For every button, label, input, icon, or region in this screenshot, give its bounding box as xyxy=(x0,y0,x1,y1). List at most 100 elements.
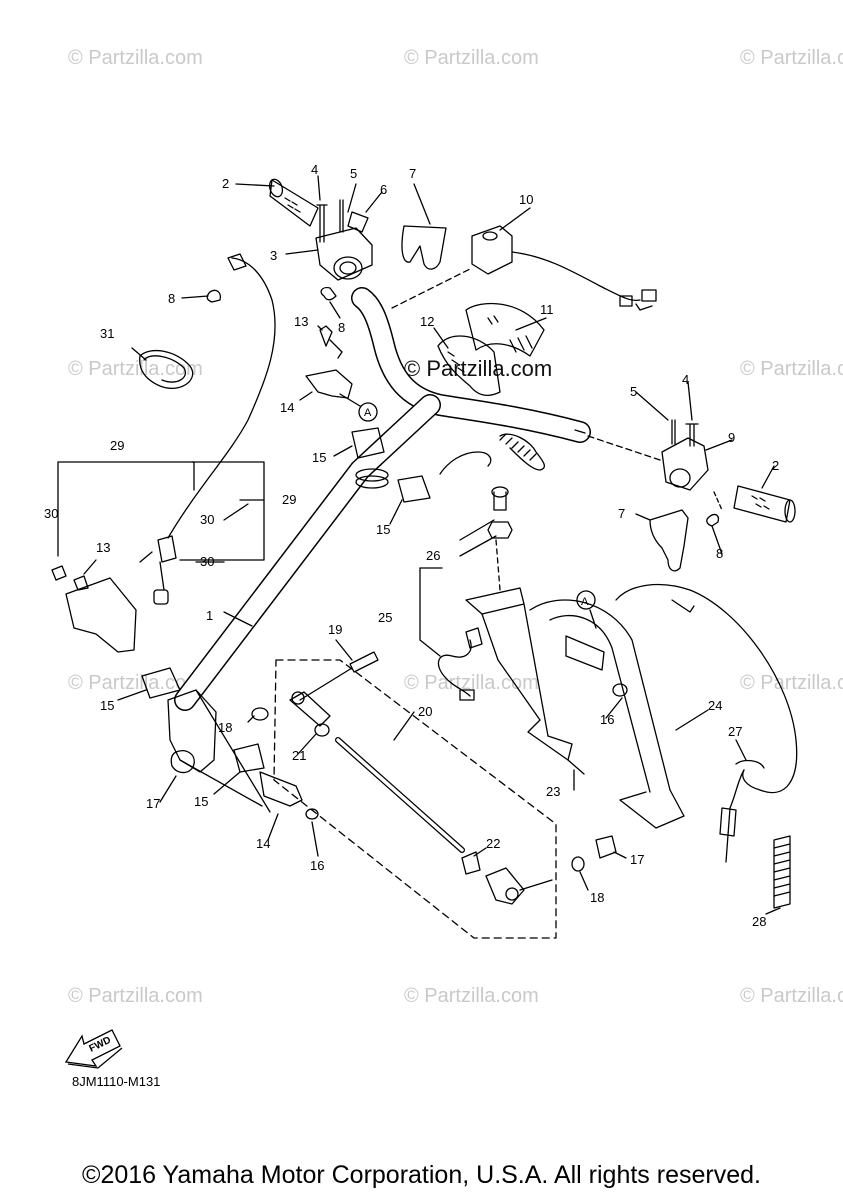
holder-14-upper xyxy=(305,369,353,399)
callout-7-right: 7 xyxy=(618,506,625,521)
callout-9: 9 xyxy=(728,430,735,445)
nut-21 xyxy=(314,723,330,737)
hand-guard-right xyxy=(649,509,689,572)
callout-15-upper: 15 xyxy=(312,450,326,465)
callout-30-mid: 30 xyxy=(200,512,214,527)
watermark: © Partzilla.com xyxy=(404,47,539,69)
bolt-13-upper xyxy=(319,325,333,347)
pin-5-left xyxy=(339,199,344,233)
nut-26 xyxy=(487,521,513,539)
callout-labels: 2 4 5 6 7 10 3 8 8 11 12 13 31 14 A 5 4 … xyxy=(44,162,779,929)
circlip-8 xyxy=(320,286,337,301)
ref-a-right: A xyxy=(581,596,589,608)
callout-11: 11 xyxy=(540,302,554,317)
callout-8-mid: 8 xyxy=(338,320,345,335)
callout-10: 10 xyxy=(519,192,533,207)
callout-4-left: 4 xyxy=(311,162,318,177)
nut-17-left xyxy=(170,750,195,774)
column-bracket xyxy=(167,689,217,773)
frame-bracket-24 xyxy=(465,587,685,829)
callout-16-left: 16 xyxy=(310,858,324,873)
callout-2-right: 2 xyxy=(772,458,779,473)
tie-rod-end-lower xyxy=(485,867,525,905)
callout-24: 24 xyxy=(708,698,722,713)
hand-guard-top xyxy=(401,225,447,270)
copyright-notice: ©2016 Yamaha Motor Corporation, U.S.A. A… xyxy=(82,1161,761,1189)
callout-31: 31 xyxy=(100,326,114,341)
nut-22 xyxy=(461,851,481,875)
watermark: © Partzilla.com xyxy=(740,672,843,694)
watermark: © Partzilla.com xyxy=(68,47,203,69)
callout-5-left: 5 xyxy=(350,166,357,181)
callout-3: 3 xyxy=(270,248,277,263)
watermark: © Partzilla.com xyxy=(740,985,843,1007)
callout-14-upper: 14 xyxy=(280,400,294,415)
callout-15-left: 15 xyxy=(100,698,114,713)
callout-28: 28 xyxy=(752,914,766,929)
screw-23 xyxy=(567,759,585,775)
lanyard-cord xyxy=(439,433,545,511)
nut-16-left xyxy=(305,808,319,820)
callout-18-left: 18 xyxy=(218,720,232,735)
bracket-15-upper xyxy=(351,427,385,459)
callout-20: 20 xyxy=(418,704,432,719)
callout-30-low: 30 xyxy=(200,554,214,569)
ref-circle-a-left xyxy=(358,402,378,422)
callout-30-left: 30 xyxy=(44,506,58,521)
callout-25: 25 xyxy=(378,610,392,625)
fwd-arrow-icon xyxy=(64,1029,123,1069)
holder-15-left xyxy=(141,667,181,699)
callout-18-right: 18 xyxy=(590,890,604,905)
callout-5-right: 5 xyxy=(630,384,637,399)
watermark: © Partzilla.com xyxy=(68,985,203,1007)
bar-cover-11 xyxy=(465,302,545,357)
watermark: © Partzilla.com xyxy=(740,358,843,380)
watermark: © Partzilla.com xyxy=(404,672,539,694)
callout-8-right: 8 xyxy=(716,546,723,561)
bar-cover-12 xyxy=(437,335,501,397)
tie-rod-end-upper xyxy=(289,691,331,727)
left-switch-housing xyxy=(315,227,373,281)
washer-18-left xyxy=(251,707,269,721)
watermark-center: © Partzilla.com xyxy=(404,356,553,381)
callout-12: 12 xyxy=(420,314,434,329)
holder-14-lower xyxy=(259,771,303,807)
callout-17-right: 17 xyxy=(630,852,644,867)
callout-14-lower: 14 xyxy=(256,836,270,851)
watermark: © Partzilla.com xyxy=(404,985,539,1007)
throttle-housing xyxy=(471,225,657,311)
left-grip xyxy=(268,178,319,227)
circlip-8-left xyxy=(206,289,222,303)
switch-wire-25 xyxy=(437,639,472,697)
watermark: © Partzilla.com xyxy=(740,47,843,69)
cable-29 xyxy=(153,253,276,605)
tie-rod-group xyxy=(273,659,557,939)
callout-13-upper: 13 xyxy=(294,314,308,329)
callout-29-left: 29 xyxy=(110,438,124,453)
bracket-lower-left xyxy=(65,577,137,653)
callout-27: 27 xyxy=(728,724,742,739)
callout-21: 21 xyxy=(292,748,306,763)
watermark: © Partzilla.com xyxy=(68,358,203,380)
callout-26: 26 xyxy=(426,548,440,563)
callout-17-left: 17 xyxy=(146,796,160,811)
nut-16-right xyxy=(612,683,628,697)
circlip-8-right xyxy=(706,513,720,527)
callout-29-right: 29 xyxy=(282,492,296,507)
callout-16-right: 16 xyxy=(600,712,614,727)
band-31 xyxy=(139,349,194,389)
callout-22: 22 xyxy=(486,836,500,851)
diagram-code: 8JM1110-M131 xyxy=(72,1074,161,1089)
bolt-13-lower xyxy=(51,565,67,581)
right-switch-housing xyxy=(661,437,709,491)
ref-circle-a-right xyxy=(576,590,596,610)
callout-7-top: 7 xyxy=(409,166,416,181)
callout-15-mid: 15 xyxy=(376,522,390,537)
callout-13-lower: 13 xyxy=(96,540,110,555)
callout-19: 19 xyxy=(328,622,342,637)
watermark: © Partzilla.com xyxy=(68,672,203,694)
ref-a-left: A xyxy=(364,407,372,419)
cable-27 xyxy=(615,583,798,863)
callout-1: 1 xyxy=(206,608,213,623)
